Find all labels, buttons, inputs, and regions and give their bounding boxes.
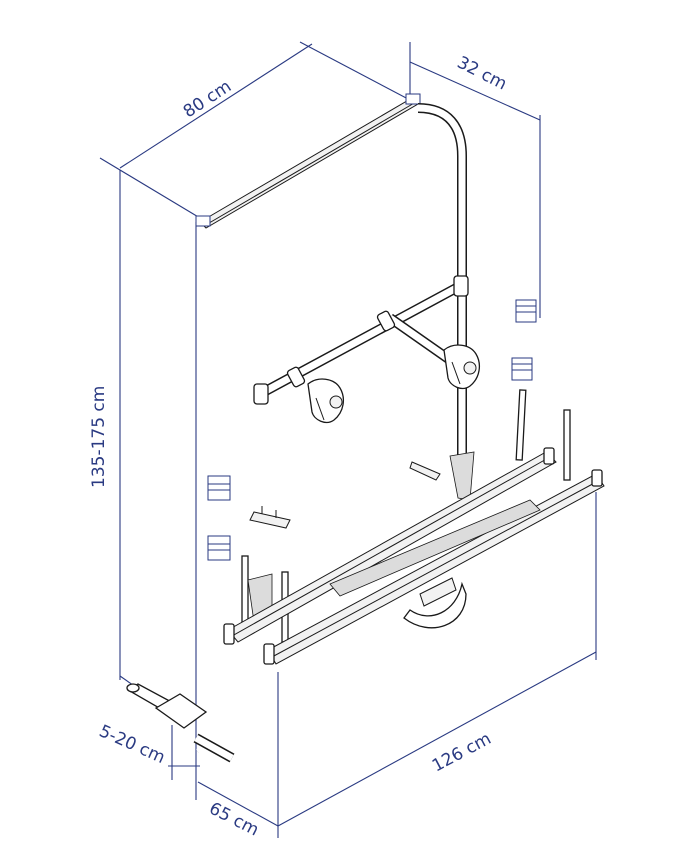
bike-clamp-right (443, 344, 481, 390)
frame-tubes (126, 103, 467, 763)
middle-crossbar (253, 275, 469, 405)
dimension-height: 135-175 cm (89, 386, 109, 488)
mounting-bracket-right-lower (511, 357, 533, 381)
top-crossbar (195, 93, 421, 229)
mounting-bracket-right-upper (515, 299, 537, 323)
wheel-rails (223, 389, 605, 665)
hinge-assembly (249, 461, 441, 529)
dimension-offset: 5-20 cm (96, 721, 168, 768)
dimension-depth-bottom: 65 cm (206, 799, 262, 841)
dimension-bottom-width: 126 cm (429, 729, 495, 777)
bike-clamp-left (307, 378, 345, 424)
dimension-depth-top: 32 cm (454, 53, 510, 95)
mounting-bracket-left-lower (207, 535, 231, 561)
mounting-bracket-left-upper (207, 475, 231, 501)
dimension-lines (99, 41, 597, 838)
